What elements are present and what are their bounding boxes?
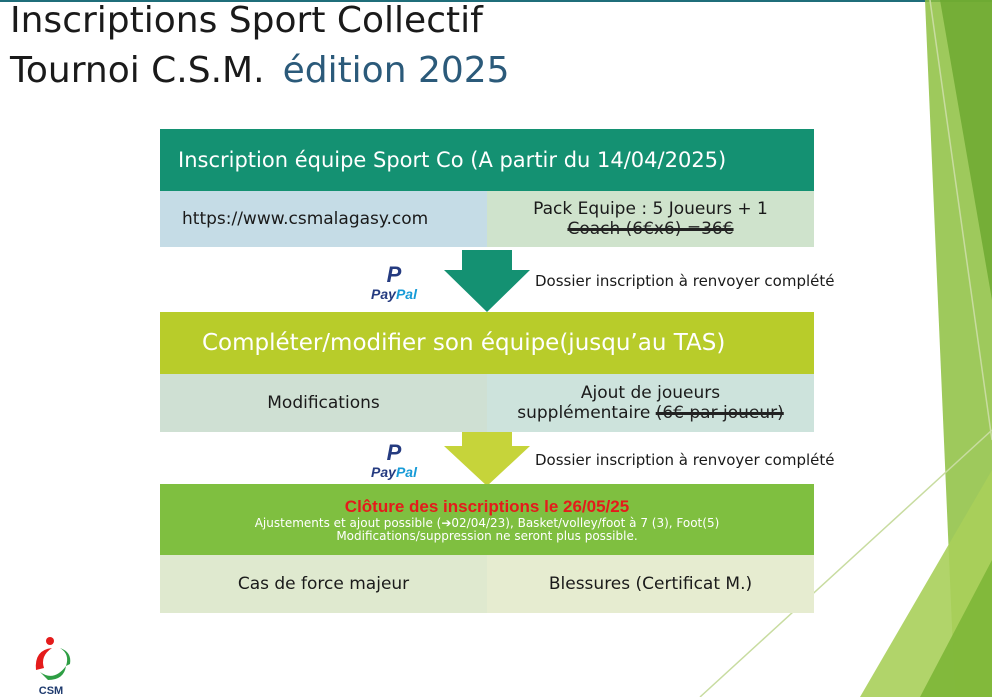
team-pack-cell: Pack Equipe : 5 Joueurs + 1 Coach (6€x6)… — [487, 191, 814, 247]
injuries-label: Blessures (Certificat M.) — [548, 574, 753, 594]
closure-no-modifications: Modifications/suppression ne seront plus… — [336, 528, 638, 543]
down-arrow-icon — [444, 432, 530, 486]
paypal-logo-2: P PayPal — [362, 440, 426, 481]
closure-title: Clôture des inscriptions le 26/05/25 — [344, 496, 630, 516]
paypal-icon: P — [386, 262, 402, 287]
modifications-cell: Modifications — [160, 374, 487, 432]
page-subtitle: Tournoi C.S.M. édition 2025 — [10, 50, 510, 91]
page-title: Inscriptions Sport Collectif — [10, 0, 483, 41]
registration-url[interactable]: https://www.csmalagasy.com — [160, 191, 487, 247]
step1-title: Inscription équipe Sport Co (A partir du… — [178, 148, 727, 172]
tournament-name: Tournoi C.S.M. — [10, 50, 265, 91]
paypal-icon: P — [386, 440, 402, 465]
paypal-logo-1: P PayPal — [362, 262, 426, 303]
closure-adjustments: Ajustements et ajout possible (➔02/04/23… — [254, 515, 720, 530]
injuries-cell: Blessures (Certificat M.) — [487, 555, 814, 613]
force-majeure-label: Cas de force majeur — [237, 574, 410, 594]
dossier-note-2: Dossier inscription à renvoyer complété — [535, 451, 835, 469]
add-players-price-struck: (6€ par joueur) — [655, 403, 784, 423]
modifications-label: Modifications — [267, 393, 380, 413]
step3-header: Clôture des inscriptions le 26/05/25 Aju… — [160, 484, 814, 555]
registration-url-text: https://www.csmalagasy.com — [182, 209, 429, 229]
top-rule — [0, 0, 992, 2]
logo-text: CSM — [39, 685, 63, 696]
add-players-line1: Ajout de joueurs — [580, 383, 721, 403]
step2-header: Compléter/modifier son équipe(jusqu’au T… — [160, 312, 814, 374]
add-players-cell: Ajout de joueurs supplémentaire (6€ par … — [487, 374, 814, 432]
csm-logo: CSM — [35, 637, 71, 696]
dossier-note-1: Dossier inscription à renvoyer complété — [535, 272, 835, 290]
edition-label: édition 2025 — [282, 50, 510, 91]
step2-title: Compléter/modifier son équipe(jusqu’au T… — [202, 330, 726, 356]
force-majeure-cell: Cas de force majeur — [160, 555, 487, 613]
team-pack-text: Pack Equipe : 5 Joueurs + 1 — [533, 199, 768, 219]
team-pack-price-struck: Coach (6€x6) =36€ — [567, 219, 734, 239]
down-arrow-icon — [444, 250, 530, 312]
step1-header: Inscription équipe Sport Co (A partir du… — [160, 129, 814, 191]
add-players-line2: supplémentaire (6€ par joueur) — [517, 403, 784, 423]
